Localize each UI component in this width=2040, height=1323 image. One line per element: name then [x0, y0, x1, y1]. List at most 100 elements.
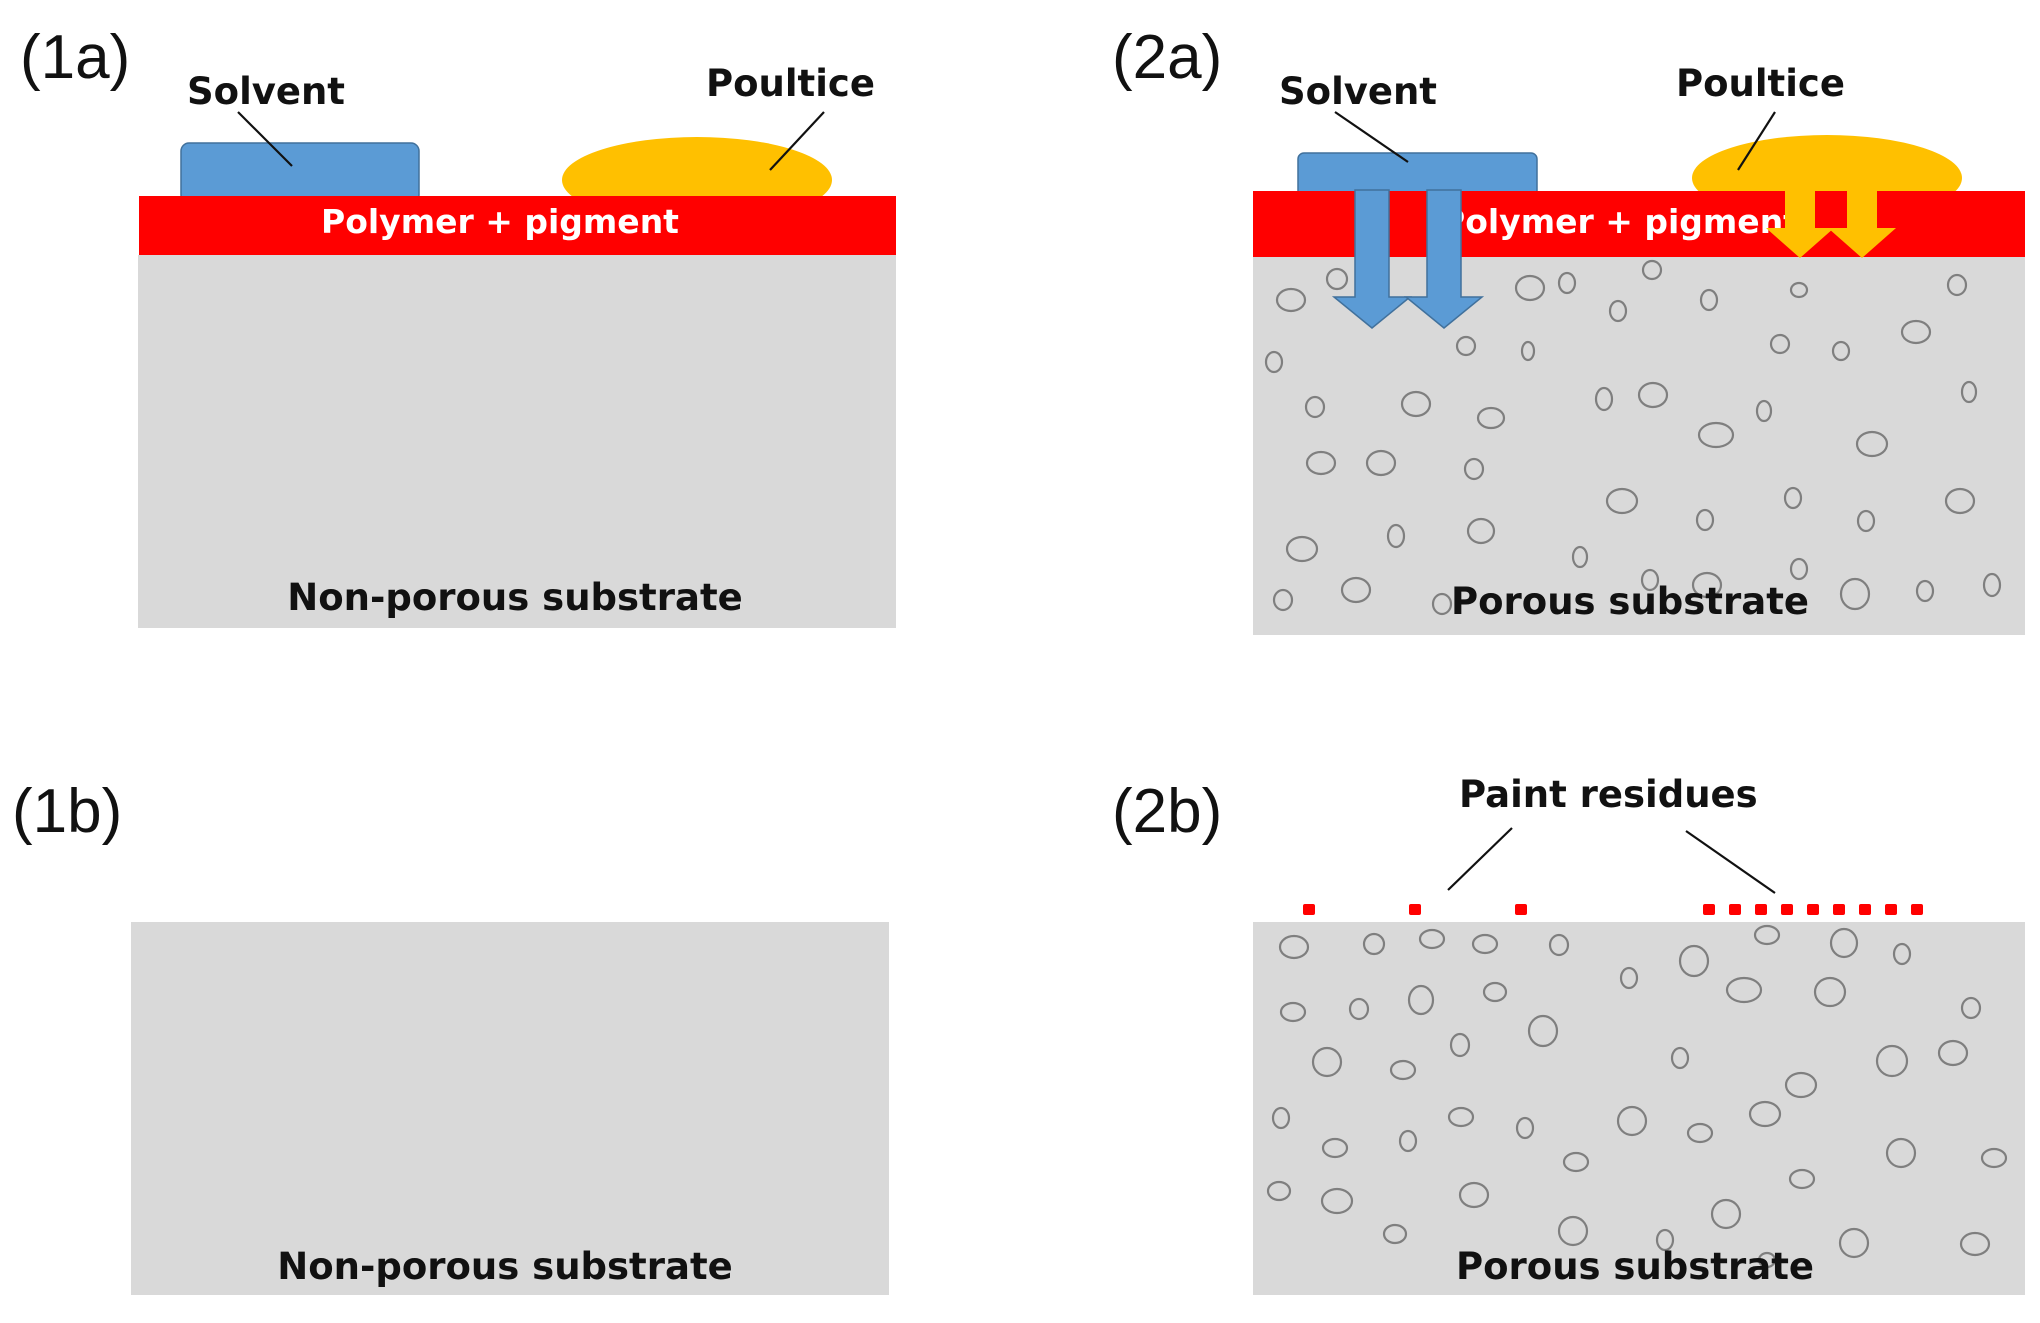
pore	[1748, 1100, 1782, 1128]
non-porous-substrate-1b	[131, 922, 889, 1295]
pore	[1710, 1198, 1742, 1230]
pore	[1594, 386, 1614, 412]
pore	[1789, 557, 1809, 581]
paint-residue-dot	[1303, 904, 1315, 915]
pore	[1839, 577, 1871, 611]
pore	[1365, 449, 1397, 477]
pore	[1266, 1180, 1292, 1202]
poultice-leader-1a	[769, 111, 825, 171]
pore	[1400, 390, 1432, 418]
pore	[1695, 508, 1715, 532]
pore	[1514, 274, 1546, 302]
panel-2a-label: (2a)	[1112, 23, 1222, 92]
pore	[1431, 592, 1453, 616]
pore	[1447, 1106, 1475, 1128]
pore	[1831, 340, 1851, 362]
pore	[1382, 1223, 1408, 1245]
pore	[1608, 299, 1628, 323]
pore	[1389, 1059, 1417, 1081]
panel-2b-label: (2b)	[1112, 777, 1222, 846]
poultice-penetration-arrow	[1828, 190, 1896, 258]
pore	[1725, 976, 1763, 1004]
paint-residue-dot	[1515, 904, 1527, 915]
pore	[1279, 1001, 1307, 1023]
pore	[1386, 523, 1406, 549]
pore	[1285, 535, 1319, 563]
paint-layer-label-1a: Polymer + pigment	[321, 202, 679, 241]
pore	[1476, 406, 1506, 430]
pore	[1641, 259, 1663, 281]
pore	[1463, 457, 1485, 481]
paint-residue-dot	[1781, 904, 1793, 915]
pore	[1678, 944, 1710, 978]
solvent-leader-1a	[237, 111, 293, 167]
non-porous-substrate-1a	[138, 255, 896, 628]
panel-1b-label: (1b)	[12, 777, 122, 846]
pore	[1769, 333, 1791, 355]
pore	[1915, 579, 1935, 603]
pore	[1455, 335, 1477, 357]
pore	[1278, 934, 1310, 960]
paint-residues	[1303, 904, 1923, 915]
pore	[1855, 430, 1889, 458]
pore	[1482, 981, 1508, 1003]
pore	[1264, 350, 1284, 374]
solvent-callout-2a: Solvent	[1279, 70, 1437, 113]
pore	[1838, 1227, 1870, 1259]
pore	[1829, 927, 1859, 959]
paint-residue-dot	[1859, 904, 1871, 915]
pore	[1755, 399, 1773, 423]
pore	[1697, 421, 1735, 449]
paint-layer-label-2a: Polymer + pigment	[1441, 202, 1799, 241]
solvent-leader-2a	[1334, 111, 1409, 163]
substrate-label-2a: Porous substrate	[1451, 580, 1809, 623]
pore	[1789, 281, 1809, 299]
residues-leader-left	[1447, 827, 1513, 891]
paint-residue-dot	[1807, 904, 1819, 915]
pore	[1900, 319, 1932, 345]
panel-2a: (2a) Polymer + pigment Solvent Poultice …	[1112, 23, 2025, 635]
pore	[1655, 1228, 1675, 1252]
pore	[1305, 450, 1337, 476]
paint-residue-dot	[1703, 904, 1715, 915]
pore	[1784, 1071, 1818, 1099]
paint-layer-1a	[139, 196, 896, 255]
pore	[1320, 1187, 1354, 1215]
pore	[1892, 942, 1912, 966]
solvent-penetration-arrow	[1403, 189, 1485, 329]
panel-2b: (2b) Paint residues Porous substrate	[1112, 773, 2025, 1295]
residues-callout: Paint residues	[1459, 773, 1758, 816]
paint-residue-dot	[1885, 904, 1897, 915]
pore	[1557, 1215, 1589, 1247]
pore	[1407, 984, 1435, 1016]
substrate-label-2b: Porous substrate	[1456, 1245, 1814, 1288]
pore	[1557, 271, 1577, 295]
pore	[1959, 1231, 1991, 1257]
paint-residue-dot	[1409, 904, 1421, 915]
pore	[1640, 568, 1660, 592]
pore	[1813, 976, 1847, 1008]
pore	[1616, 1105, 1648, 1137]
substrate-label-1a: Non-porous substrate	[287, 576, 742, 619]
pore	[1548, 933, 1570, 957]
pore	[1691, 571, 1723, 599]
pore	[1449, 1032, 1471, 1058]
pore	[1271, 1106, 1291, 1130]
paint-residue-dot	[1729, 904, 1741, 915]
pore	[1311, 1046, 1343, 1078]
poultice-callout-1a: Poultice	[706, 62, 875, 105]
pore	[1946, 273, 1968, 297]
pores-2b	[1266, 924, 2008, 1269]
paint-residue-dot	[1911, 904, 1923, 915]
pore	[1982, 572, 2002, 598]
pore	[1515, 1116, 1535, 1140]
pore	[1272, 588, 1294, 612]
pore	[1960, 380, 1978, 404]
pore	[1788, 1168, 1816, 1190]
paint-residue-dot	[1833, 904, 1845, 915]
pore	[1783, 486, 1803, 510]
panel-1a: (1a) Polymer + pigment Solvent Poultice …	[20, 23, 896, 628]
pore	[1885, 1137, 1917, 1169]
pore	[1619, 966, 1639, 990]
